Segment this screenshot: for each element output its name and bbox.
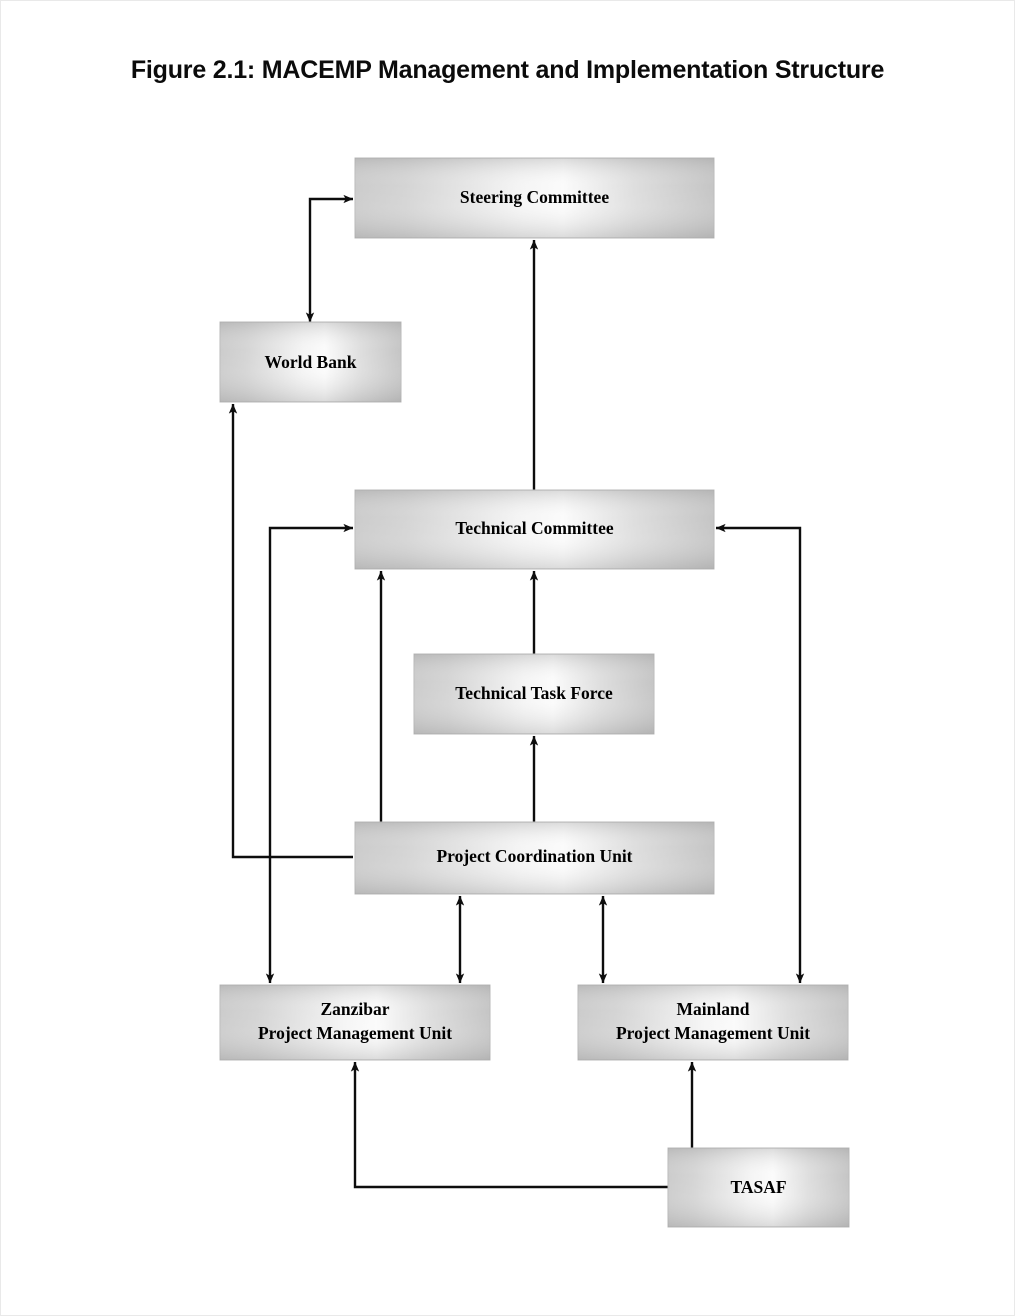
- figure-title: Figure 2.1: MACEMP Management and Implem…: [130, 56, 885, 84]
- node-label-mainland-pmu-line2: Project Management Unit: [616, 1023, 810, 1043]
- node-label-world-bank: World Bank: [265, 352, 357, 372]
- edge-zanzibar-technical-committee: [265, 523, 354, 984]
- node-technical-committee[interactable]: Technical Committee: [354, 489, 715, 570]
- node-label-mainland-pmu-line1: Mainland: [677, 999, 750, 1019]
- node-mainland-pmu[interactable]: Mainland Project Management Unit: [577, 984, 849, 1061]
- diagram-nodes: Steering Committee World Bank Technical …: [219, 157, 850, 1228]
- node-world-bank[interactable]: World Bank: [219, 321, 402, 403]
- edge-tasaf-zanzibar: [350, 1061, 668, 1189]
- edge-pcu-world-bank: [228, 403, 353, 859]
- node-label-tasaf: TASAF: [730, 1177, 786, 1197]
- node-project-coordination-unit[interactable]: Project Coordination Unit: [354, 821, 715, 895]
- node-label-technical-committee: Technical Committee: [455, 518, 614, 538]
- node-label-zanzibar-pmu-line2: Project Management Unit: [258, 1023, 452, 1043]
- node-label-project-coordination-unit: Project Coordination Unit: [436, 846, 632, 866]
- node-label-technical-task-force: Technical Task Force: [455, 683, 613, 703]
- node-label-zanzibar-pmu-line1: Zanzibar: [320, 999, 389, 1019]
- edge-world-bank-steering-committee: [305, 194, 354, 323]
- node-tasaf[interactable]: TASAF: [667, 1147, 850, 1228]
- diagram-edges: [228, 194, 805, 1189]
- node-label-steering-committee: Steering Committee: [460, 187, 609, 207]
- node-technical-task-force[interactable]: Technical Task Force: [413, 653, 655, 735]
- node-zanzibar-pmu[interactable]: Zanzibar Project Management Unit: [219, 984, 491, 1061]
- edge-mainland-technical-committee: [715, 523, 805, 984]
- node-steering-committee[interactable]: Steering Committee: [354, 157, 715, 239]
